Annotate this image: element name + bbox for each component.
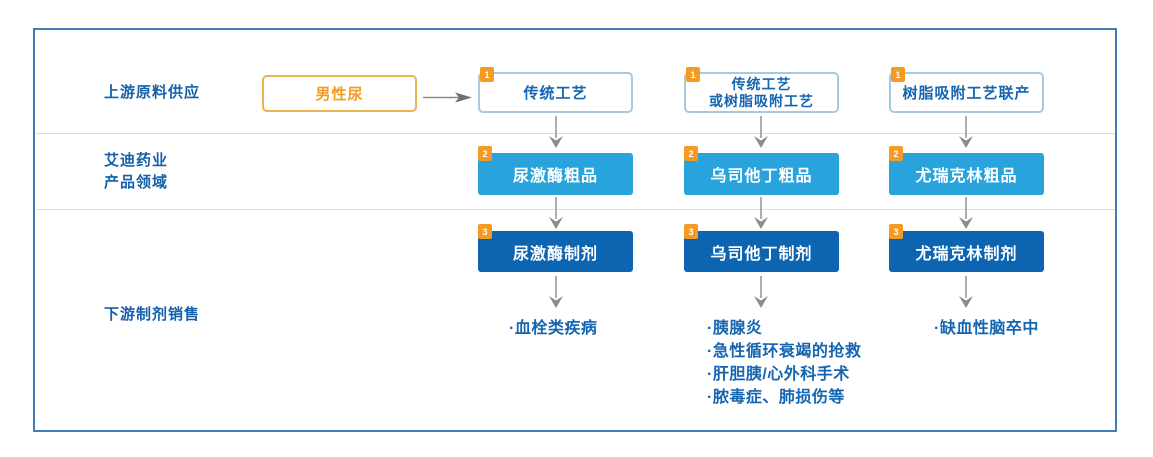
indication-item: ·肝胆胰/心外科手术 bbox=[707, 366, 850, 383]
down-arrow-icon bbox=[754, 116, 768, 148]
step-badge: 1 bbox=[891, 67, 905, 82]
step-badge: 2 bbox=[478, 146, 492, 161]
row-divider bbox=[36, 209, 1115, 210]
down-arrow-icon bbox=[549, 116, 563, 148]
process-label: 传统工艺 bbox=[523, 85, 588, 102]
indication-item: ·胰腺炎 bbox=[707, 320, 763, 337]
indication-list-col3: ·缺血性脑卒中 bbox=[934, 317, 1039, 340]
row-label-company: 艾迪药业 产品领域 bbox=[104, 150, 168, 194]
down-arrow-icon bbox=[754, 276, 768, 308]
indication-list-col1: ·血栓类疾病 bbox=[509, 317, 597, 340]
row-label-downstream: 下游制剂销售 bbox=[104, 306, 201, 323]
down-arrow-icon bbox=[959, 116, 973, 148]
crude-product-box-col2: 2 乌司他丁粗品 bbox=[684, 146, 839, 195]
formulation-label: 尤瑞克林制剂 bbox=[915, 245, 1018, 263]
indication-item: ·脓毒症、肺损伤等 bbox=[707, 389, 845, 406]
crude-product-label: 尤瑞克林粗品 bbox=[915, 168, 1018, 185]
indication-item: ·血栓类疾病 bbox=[509, 320, 598, 337]
process-label: 传统工艺 bbox=[731, 75, 792, 92]
step-badge: 3 bbox=[889, 224, 903, 239]
crude-product-label: 尿激酶粗品 bbox=[512, 168, 598, 185]
formulation-box-col3: 3 尤瑞克林制剂 bbox=[889, 224, 1044, 272]
down-arrow-icon bbox=[549, 276, 563, 308]
right-arrow-icon bbox=[423, 92, 472, 103]
indication-item: ·急性循环衰竭的抢救 bbox=[707, 343, 862, 360]
step-badge: 1 bbox=[686, 67, 700, 82]
process-label-line2: 或树脂吸附工艺 bbox=[709, 92, 814, 109]
indication-item: ·缺血性脑卒中 bbox=[934, 320, 1039, 337]
step-badge: 2 bbox=[889, 146, 903, 161]
source-box-male-urine: 男性尿 bbox=[262, 75, 417, 112]
formulation-label: 尿激酶制剂 bbox=[512, 245, 598, 263]
step-badge: 2 bbox=[684, 146, 698, 161]
crude-product-box-col3: 2 尤瑞克林粗品 bbox=[889, 146, 1044, 195]
company-label-line2: 产品领域 bbox=[104, 174, 169, 191]
formulation-box-col2: 3 乌司他丁制剂 bbox=[684, 224, 839, 272]
row-label-upstream: 上游原料供应 bbox=[104, 84, 201, 101]
step-badge: 1 bbox=[480, 67, 494, 82]
indication-list-col2: ·胰腺炎 ·急性循环衰竭的抢救 ·肝胆胰/心外科手术 ·脓毒症、肺损伤等 bbox=[707, 317, 861, 409]
step-badge: 3 bbox=[684, 224, 698, 239]
company-label-line1: 艾迪药业 bbox=[104, 152, 169, 169]
process-box-col2: 1 传统工艺 或树脂吸附工艺 bbox=[684, 67, 839, 113]
process-box-col3: 1 树脂吸附工艺联产 bbox=[889, 67, 1044, 113]
down-arrow-icon bbox=[754, 197, 768, 229]
crude-product-box-col1: 2 尿激酶粗品 bbox=[478, 146, 633, 195]
process-box-col1: 1 传统工艺 bbox=[478, 67, 633, 113]
source-box-label: 男性尿 bbox=[315, 86, 364, 103]
formulation-label: 乌司他丁制剂 bbox=[710, 245, 813, 263]
down-arrow-icon bbox=[549, 197, 563, 229]
process-label: 树脂吸附工艺联产 bbox=[902, 85, 1031, 102]
step-badge: 3 bbox=[478, 224, 492, 239]
row-divider bbox=[36, 133, 1115, 134]
down-arrow-icon bbox=[959, 276, 973, 308]
formulation-box-col1: 3 尿激酶制剂 bbox=[478, 224, 633, 272]
down-arrow-icon bbox=[959, 197, 973, 229]
crude-product-label: 乌司他丁粗品 bbox=[710, 168, 813, 185]
